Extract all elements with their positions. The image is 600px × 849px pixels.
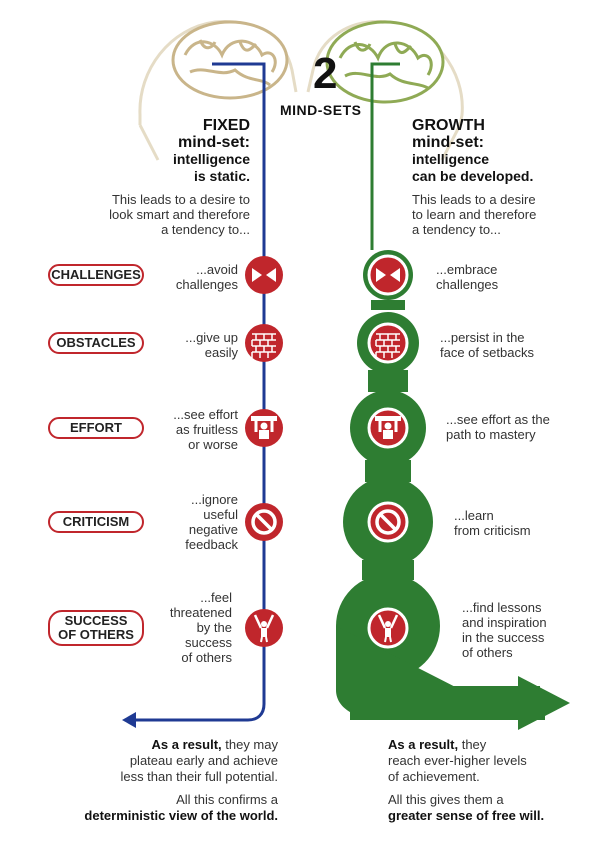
response-line: negative (188, 522, 238, 537)
fixed-result: As a result, they may plateau early and … (60, 737, 278, 785)
response-line: as fruitless (175, 422, 238, 437)
fixed-intro-line: This leads to a desire to (111, 192, 250, 207)
growth-intro: This leads to a desire to learn and ther… (412, 192, 582, 237)
growth-result-line: of achievement. (388, 769, 480, 784)
response-line: ...embrace (436, 262, 498, 277)
response-line: by the (196, 620, 232, 635)
prohibition-icon (251, 509, 277, 535)
growth-intro-line: a tendency to... (412, 222, 501, 237)
fixed-result-line: less than their full potential. (120, 769, 278, 784)
response-line: and inspiration (462, 615, 547, 630)
fixed-intro-line: a tendency to... (161, 222, 250, 237)
growth-response-success: ...find lessons and inspiration in the s… (462, 600, 596, 660)
fixed-response-success: ...feel threatened by the success of oth… (120, 590, 232, 665)
growth-response-criticism: ...learn from criticism (454, 508, 594, 538)
label-criticism: CRITICISM (48, 511, 144, 533)
cheering-person-icon (377, 614, 399, 643)
fixed-heading-line: intelligence (172, 151, 250, 167)
response-line: ...ignore (191, 492, 238, 507)
growth-result-text: they (458, 737, 487, 752)
growth-arrowhead (518, 676, 570, 730)
growth-heading-line: intelligence (412, 151, 490, 167)
cheering-person-icon (253, 614, 275, 643)
response-line: useful (203, 507, 238, 522)
response-line: of others (181, 650, 232, 665)
response-line: ...find lessons (462, 600, 542, 615)
growth-response-obstacles: ...persist in the face of setbacks (440, 330, 590, 360)
response-line: from criticism (454, 523, 531, 538)
response-line: face of setbacks (440, 345, 534, 360)
response-line: in the success (462, 630, 545, 645)
fixed-heading-line: mind-set: (178, 134, 250, 151)
growth-head-chin (440, 124, 462, 161)
fixed-result-text: they may (221, 737, 278, 752)
fixed-result-line: plateau early and achieve (129, 753, 278, 768)
growth-heading-line: mind-set: (412, 134, 484, 151)
arrows-collide-icon (376, 268, 400, 282)
weightlifter-icon (251, 416, 277, 439)
growth-result: As a result, they reach ever-higher leve… (388, 737, 588, 785)
title-number: 2 (313, 49, 338, 98)
title-label: MIND-SETS (280, 102, 362, 118)
response-line: feedback (185, 537, 238, 552)
label-success-of-others: SUCCESS OF OTHERS (48, 610, 144, 646)
fixed-head-chin (138, 124, 160, 161)
fixed-intro: This leads to a desire to look smart and… (60, 192, 250, 237)
growth-response-effort: ...see effort as the path to mastery (446, 412, 596, 442)
response-line: ...see effort (173, 407, 238, 422)
response-line: success (185, 635, 232, 650)
brick-wall-icon (375, 333, 400, 358)
response-line: ...give up (185, 330, 238, 345)
response-line: threatened (169, 605, 232, 620)
response-line: ...avoid (196, 262, 238, 277)
growth-heading-line: can be developed. (412, 168, 534, 184)
fixed-result-bold: As a result, (151, 737, 222, 752)
growth-intro-line: to learn and therefore (412, 207, 537, 222)
response-line: challenges (175, 277, 238, 292)
response-line: ...learn (454, 508, 494, 523)
growth-brain-icon (325, 20, 445, 104)
weightlifter-icon (375, 416, 401, 439)
response-line: of others (462, 645, 513, 660)
growth-intro-line: This leads to a desire (412, 192, 536, 207)
growth-conclusion: All this gives them a greater sense of f… (388, 792, 588, 824)
prohibition-icon (375, 509, 401, 535)
growth-heading: GROWTH mind-set: intelligence can be dev… (412, 117, 572, 185)
response-line: ...feel (200, 590, 232, 605)
growth-confirm-bold: greater sense of free will. (388, 808, 545, 823)
fixed-intro-line: look smart and therefore (109, 207, 250, 222)
fixed-confirm-bold: deterministic view of the world. (84, 808, 278, 823)
growth-path-line (370, 62, 400, 250)
fixed-heading: FIXED mind-set: intelligence is static. (130, 117, 250, 185)
fixed-confirm-line: All this confirms a (176, 792, 278, 807)
fixed-conclusion: All this confirms a deterministic view o… (40, 792, 278, 824)
fixed-response-obstacles: ...give up easily (120, 330, 238, 360)
fixed-heading-line: FIXED (202, 117, 250, 134)
growth-response-challenges: ...embrace challenges (436, 262, 586, 292)
growth-result-bold: As a result, (388, 737, 459, 752)
label-obstacles: OBSTACLES (48, 332, 144, 354)
label-effort: EFFORT (48, 417, 144, 439)
growth-result-line: reach ever-higher levels (388, 753, 527, 768)
arrows-collide-icon (252, 268, 276, 282)
fixed-heading-line: is static. (193, 168, 250, 184)
response-line: easily (204, 345, 238, 360)
label-challenges: CHALLENGES (48, 264, 144, 286)
response-line: ...see effort as the (446, 412, 550, 427)
fixed-response-criticism: ...ignore useful negative feedback (120, 492, 238, 552)
response-line: path to mastery (446, 427, 536, 442)
fixed-arrowhead (122, 712, 136, 728)
response-line: challenges (436, 277, 499, 292)
growth-heading-line: GROWTH (412, 117, 485, 134)
growth-confirm-line: All this gives them a (388, 792, 504, 807)
fixed-response-challenges: ...avoid challenges (120, 262, 238, 292)
fixed-brain-icon (171, 20, 289, 100)
response-line: ...persist in the (440, 330, 525, 345)
brick-wall-icon (251, 333, 276, 358)
fixed-response-effort: ...see effort as fruitless or worse (120, 407, 238, 452)
response-line: or worse (188, 437, 238, 452)
